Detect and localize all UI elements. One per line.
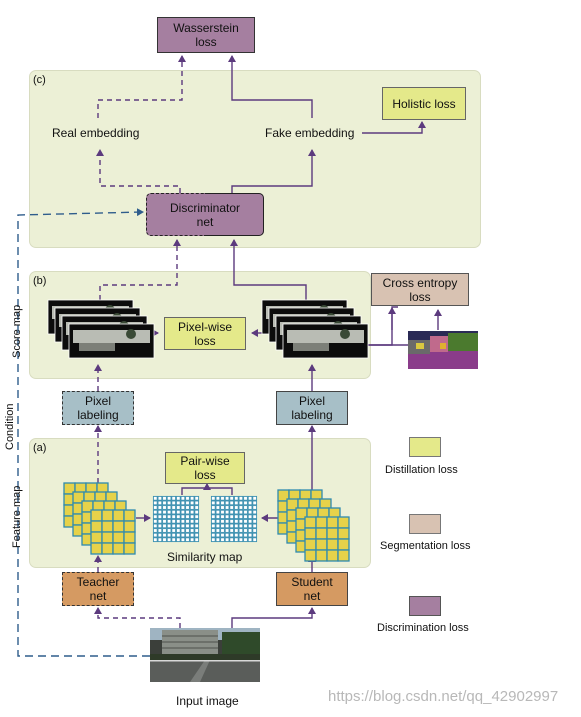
discriminator-label: Discriminator net: [169, 200, 240, 229]
feature-map-label: Feature map: [11, 485, 23, 548]
score-map-label: Score map: [11, 304, 23, 358]
arrow-scoreleft-to-disc: [99, 239, 181, 300]
discriminator-border-left: [146, 193, 205, 236]
legend-distillation-label: Distillation loss: [385, 464, 458, 476]
pixel-labeling-student-box: Pixel labeling: [276, 391, 348, 425]
pixel-wise-loss-box: Pixel-wise loss: [164, 317, 246, 350]
legend-segmentation-label: Segmentation loss: [380, 540, 471, 552]
legend-discrimination-label: Discrimination loss: [377, 622, 469, 634]
arrow-fake-to-wasserstein: [228, 55, 313, 118]
score-map-left: [47, 299, 155, 359]
similarity-map-left: [152, 495, 200, 543]
panel-c-label: (c): [33, 74, 46, 86]
input-image-label: Input image: [176, 694, 239, 708]
input-image: [150, 628, 260, 682]
score-map-right: [261, 299, 369, 359]
segmentation-gt-image: [408, 331, 478, 369]
feature-map-left: [63, 482, 136, 555]
cross-entropy-loss-box: Cross entropy loss: [371, 273, 469, 306]
arrow-input-to-student: [231, 607, 316, 628]
pixel-labeling-teacher-box: Pixel labeling: [62, 391, 134, 425]
watermark: https://blog.csdn.net/qq_42902997: [328, 688, 559, 705]
discriminator-border-right: [205, 193, 264, 236]
panel-a-label: (a): [33, 442, 47, 454]
arrow-sim-to-pairwise: [181, 487, 233, 495]
arrow-disc-to-real: [96, 149, 181, 193]
arrow-fake-to-holistic: [362, 121, 426, 134]
arrow-disc-to-fake: [231, 149, 316, 193]
fake-embedding-label: Fake embedding: [265, 126, 355, 140]
student-net-box: Student net: [276, 572, 348, 606]
arrow-scoreright-to-disc: [230, 239, 307, 300]
feature-map-right: [277, 489, 350, 562]
legend-discrimination-swatch: [409, 596, 441, 616]
condition-label: Condition: [4, 403, 16, 450]
arrow-real-to-wasserstein: [97, 55, 186, 118]
holistic-loss-box: Holistic loss: [382, 87, 466, 120]
legend-segmentation-swatch: [409, 514, 441, 534]
similarity-map-right: [210, 495, 258, 543]
similarity-map-label: Similarity map: [167, 550, 243, 564]
arrow-right-to-crossentropy: [368, 306, 398, 346]
legend-distillation-swatch: [409, 437, 441, 457]
wasserstein-loss-box: Wasserstein loss: [157, 17, 255, 53]
discriminator-net-box: [146, 193, 264, 236]
panel-b-label: (b): [33, 275, 47, 287]
arrow-condition: [17, 208, 150, 657]
pair-wise-loss-box: Pair-wise loss: [165, 452, 245, 484]
teacher-net-box: Teacher net: [62, 572, 134, 606]
arrow-input-to-teacher: [94, 607, 181, 628]
real-embedding-label: Real embedding: [52, 126, 140, 140]
